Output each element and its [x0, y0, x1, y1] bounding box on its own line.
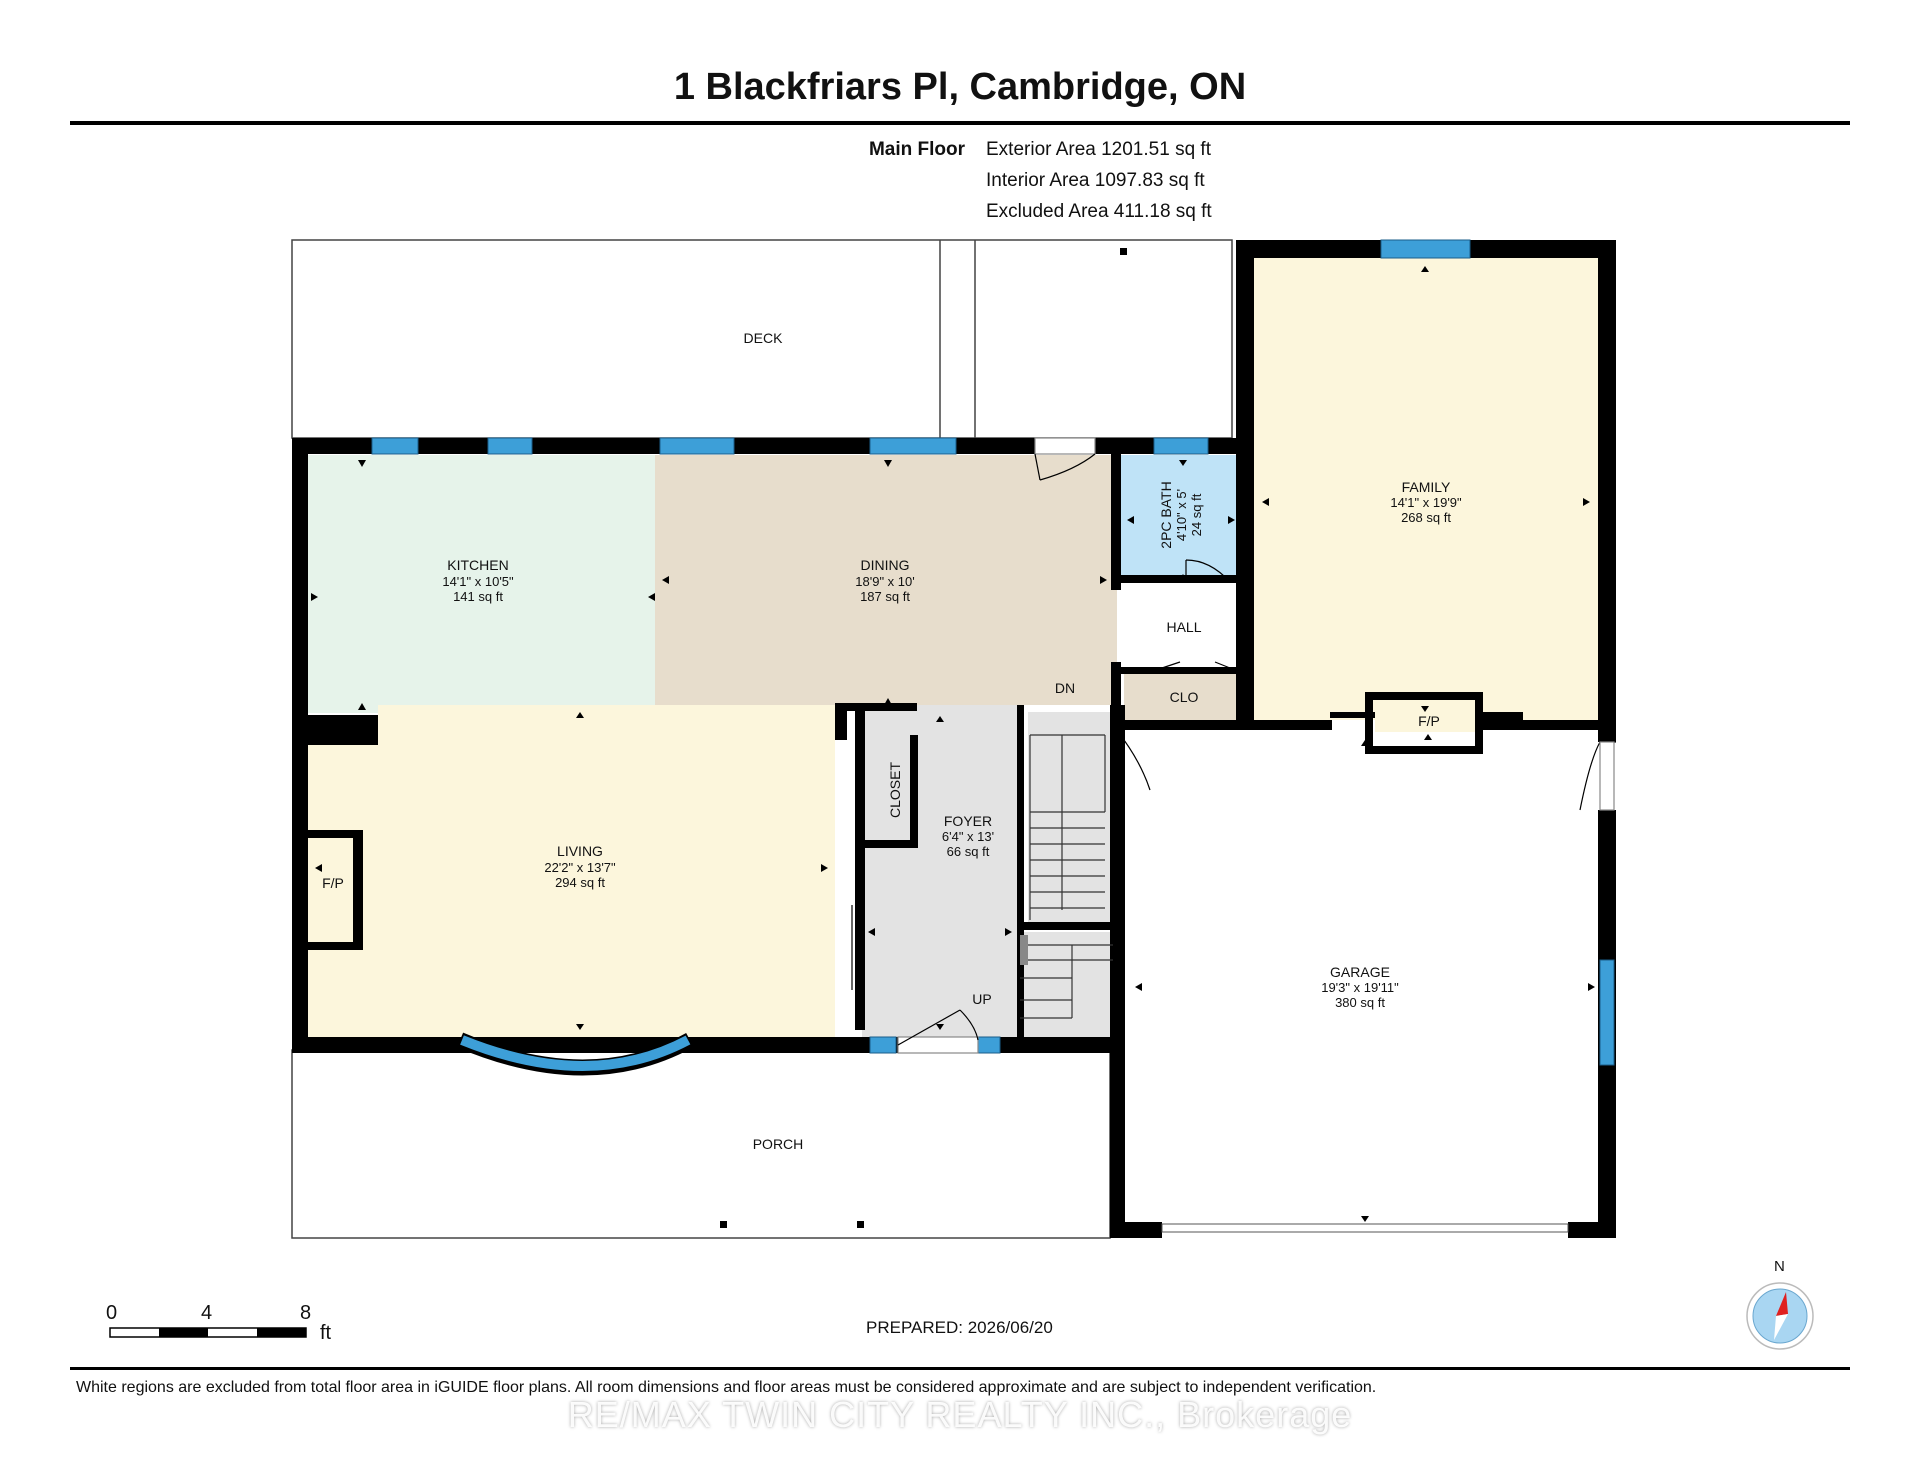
bay-window-glass [460, 1035, 691, 1071]
garage-door [1161, 1223, 1569, 1233]
family-fp-label: F/P [1418, 713, 1440, 729]
dining-label: DINING 18'9" x 10' 187 sq ft [855, 557, 914, 604]
bath-dims: 4'10" x 5' [1174, 489, 1189, 541]
stairs-up-label: UP [972, 991, 991, 1007]
garage-label: GARAGE 19'3" x 19'11" 380 sq ft [1321, 964, 1399, 1010]
brokerage-watermark: RE/MAX TWIN CITY REALTY INC., Brokerage [567, 1394, 1353, 1435]
garage-room [1127, 732, 1604, 1227]
garage-area: 380 sq ft [1335, 995, 1385, 1010]
dimension-markers [311, 266, 1595, 1222]
page-title: 1 Blackfriars Pl, Cambridge, ON [673, 66, 1247, 108]
closet-label: CLOSET [887, 762, 903, 818]
prepared-date: PREPARED: 2026/06/20 [866, 1318, 1053, 1337]
scale-tick-4: 4 [201, 1302, 213, 1324]
living-room [305, 705, 835, 1037]
scale-tick-0: 0 [106, 1302, 118, 1324]
bath-name: 2PC BATH [1158, 481, 1174, 548]
porch-area [291, 1049, 1111, 1239]
family-name: FAMILY [1402, 479, 1451, 495]
dining-name: DINING [861, 557, 910, 573]
foyer-area: 66 sq ft [947, 844, 990, 859]
deck-post [1120, 248, 1127, 255]
kitchen-label: KITCHEN 14'1" x 10'5" 141 sq ft [442, 557, 514, 604]
living-label: LIVING 22'2" x 13'7" 294 sq ft [544, 843, 616, 890]
kitchen-dims: 14'1" x 10'5" [442, 574, 514, 589]
area-summary: Exterior Area 1201.51 sq ft Interior Are… [986, 134, 1212, 227]
scale-bar [109, 1327, 307, 1338]
stairs-down [1028, 712, 1113, 922]
family-dims: 14'1" x 19'9" [1390, 495, 1462, 510]
porch-post [857, 1221, 864, 1228]
hall-room [1122, 590, 1244, 667]
stair-treads [1020, 734, 1113, 1019]
floor-name: Main Floor [868, 139, 965, 160]
bath-label: 2PC BATH 4'10" x 5' 24 sq ft [1158, 481, 1204, 548]
garage-name: GARAGE [1330, 964, 1390, 980]
living-name: LIVING [557, 843, 603, 859]
windows [371, 239, 1615, 1066]
title-divider [70, 121, 1850, 125]
deck-area [291, 239, 1233, 439]
footer-divider [70, 1367, 1850, 1370]
clo-label: CLO [1170, 689, 1199, 705]
family-label: FAMILY 14'1" x 19'9" 268 sq ft [1390, 479, 1462, 525]
interior-area: Interior Area 1097.83 sq ft [986, 170, 1205, 191]
bath-room [1120, 455, 1242, 582]
porch-post [720, 1221, 727, 1228]
foyer-label: FOYER 6'4" x 13' 66 sq ft [942, 813, 994, 859]
doors [851, 437, 1616, 1054]
north-label: N [1774, 1258, 1785, 1275]
scale-unit: ft [320, 1322, 332, 1344]
deck-label: DECK [744, 330, 784, 346]
kitchen-room [305, 455, 655, 713]
newel-post [1020, 935, 1028, 965]
family-room [1253, 258, 1598, 720]
family-area: 268 sq ft [1401, 510, 1451, 525]
dining-dims: 18'9" x 10' [855, 574, 914, 589]
porch-label: PORCH [753, 1136, 804, 1152]
scale-tick-8: 8 [300, 1302, 312, 1324]
living-fp-label: F/P [322, 875, 344, 891]
walls [292, 240, 1616, 1238]
north-compass [1746, 1282, 1814, 1350]
kitchen-name: KITCHEN [447, 557, 508, 573]
bath-area: 24 sq ft [1189, 493, 1204, 536]
living-fp [307, 835, 353, 943]
disclaimer: White regions are excluded from total fl… [76, 1379, 1377, 1396]
foyer-room [862, 705, 1017, 1037]
foyer-dims: 6'4" x 13' [942, 829, 994, 844]
kitchen-area: 141 sq ft [453, 589, 503, 604]
stairs-down-label: DN [1055, 680, 1075, 696]
exterior-area: Exterior Area 1201.51 sq ft [986, 139, 1211, 160]
foyer-name: FOYER [944, 813, 992, 829]
stairs-up [1020, 932, 1115, 1037]
excluded-area: Excluded Area 411.18 sq ft [986, 201, 1212, 222]
dining-room [655, 455, 1117, 705]
garage-dims: 19'3" x 19'11" [1321, 980, 1399, 995]
dining-area: 187 sq ft [860, 589, 910, 604]
living-area: 294 sq ft [555, 875, 605, 890]
clo-room [1124, 672, 1244, 722]
living-dims: 22'2" x 13'7" [544, 860, 616, 875]
hall-label: HALL [1166, 619, 1201, 635]
